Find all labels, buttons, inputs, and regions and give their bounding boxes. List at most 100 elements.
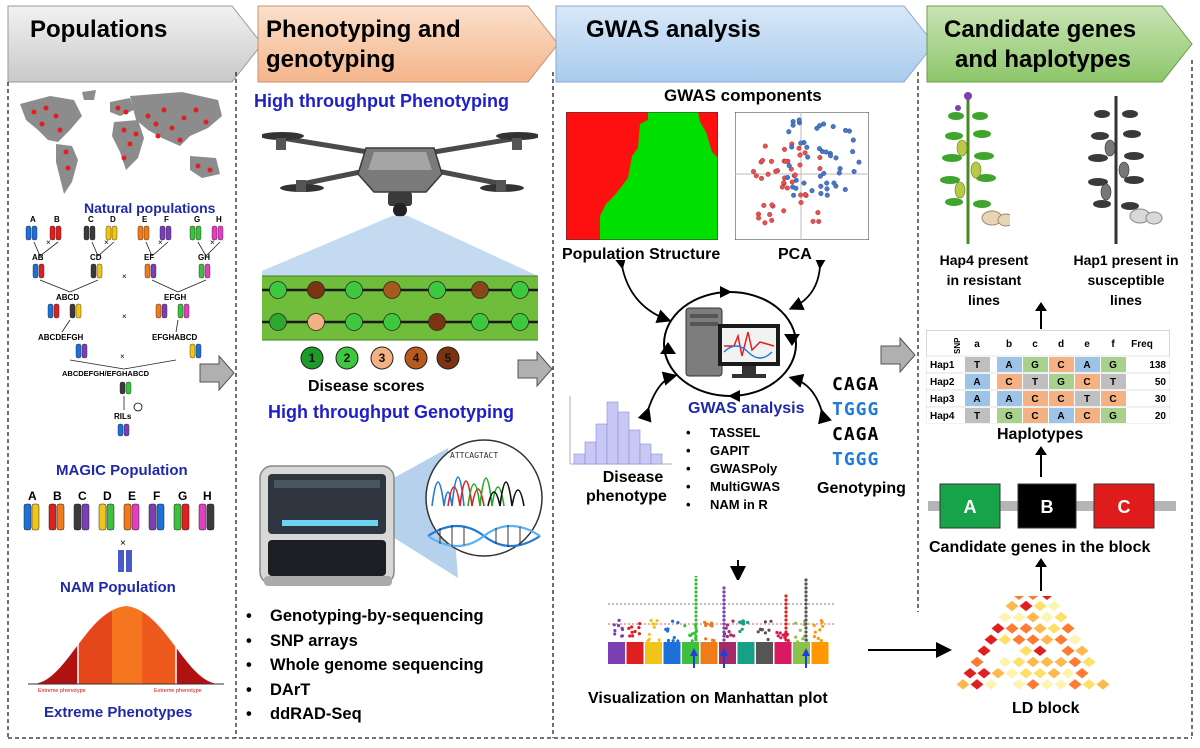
ld-cell xyxy=(1032,600,1048,612)
candidate-gene-block: A B C xyxy=(928,483,1176,529)
manhattan-snp-point xyxy=(741,619,745,623)
nam-parent-label: G xyxy=(178,489,187,503)
manhattan-peak-point xyxy=(722,586,726,590)
pca-point-red xyxy=(765,171,771,177)
manhattan-peak-point xyxy=(784,606,788,610)
manhattan-snp-point xyxy=(776,634,780,638)
resistant-plant-illustration xyxy=(940,92,1010,244)
pca-point-red xyxy=(797,152,803,158)
pca-point-red xyxy=(796,145,802,151)
manhattan-peak-point xyxy=(784,634,788,638)
chromosome-glyph xyxy=(211,225,218,241)
candidates-title-1: Candidate genes xyxy=(944,16,1137,43)
table-cell xyxy=(1101,408,1126,423)
nam-parent-label: E xyxy=(128,489,136,503)
ld-cell xyxy=(997,678,1013,691)
manhattan-chromosome-band xyxy=(626,642,644,664)
disease-phenotype-label: Disease xyxy=(599,468,667,488)
ld-cell xyxy=(1013,596,1025,601)
gene-b-label: B xyxy=(1041,497,1054,517)
magic-pair-label: AB xyxy=(32,253,44,262)
nam-population-label: NAM Population xyxy=(60,579,176,596)
method-item: SNP arrays xyxy=(242,629,484,654)
ld-cell xyxy=(983,633,999,646)
chromosome-glyph xyxy=(189,225,196,241)
hap4-line: in resistant xyxy=(946,272,1022,288)
manhattan-snp-point xyxy=(655,619,659,623)
nam-parent-label: A xyxy=(28,489,37,503)
chromosome-glyph xyxy=(217,225,224,241)
manhattan-snp-point xyxy=(786,639,790,643)
table-column-header: d xyxy=(1058,339,1064,350)
score-1: 1 xyxy=(309,351,316,365)
chromosome-glyph xyxy=(123,423,130,437)
pca-point-red xyxy=(773,168,779,174)
table-column-header: e xyxy=(1084,339,1090,350)
manhattan-peak-point xyxy=(722,594,726,598)
tool-item: TASSEL xyxy=(682,424,780,442)
manhattan-snp-point xyxy=(732,634,736,638)
ld-cell xyxy=(997,611,1013,624)
pca-point-blue xyxy=(785,175,791,181)
table-cell-text: A xyxy=(973,377,980,388)
nam-chromosome xyxy=(98,503,107,531)
chromosome-glyph xyxy=(105,225,112,241)
table-row-label: Hap4 xyxy=(930,411,955,422)
pca-point-blue xyxy=(837,166,843,172)
ld-block-heatmap xyxy=(956,596,1110,691)
chromosome-glyph xyxy=(195,225,202,241)
manhattan-snp-point xyxy=(676,639,680,643)
ld-cell xyxy=(1039,678,1055,691)
pca-point-blue xyxy=(817,173,823,179)
manhattan-peak-point xyxy=(722,598,726,602)
pca-point-blue xyxy=(856,159,862,165)
manhattan-snp-point xyxy=(664,627,668,631)
chromosome-glyph xyxy=(125,381,132,395)
ld-cell xyxy=(969,656,985,668)
manhattan-snp-point xyxy=(704,637,708,641)
manhattan-snp-point xyxy=(816,636,820,640)
manhattan-snp-point xyxy=(620,634,624,638)
nam-chromosome xyxy=(123,503,132,531)
chromosome-glyph xyxy=(159,225,166,241)
ld-cell xyxy=(1067,656,1083,668)
pca-point-blue xyxy=(786,163,792,169)
histogram-bar xyxy=(639,443,652,465)
nam-chromosome xyxy=(148,503,157,531)
ld-cell xyxy=(1018,600,1034,612)
manhattan-snp-point xyxy=(630,625,634,629)
manhattan-snp-point xyxy=(819,639,823,643)
population-structure-plot xyxy=(566,112,718,240)
pca-point-blue xyxy=(836,170,842,176)
tool-item: NAM in R xyxy=(682,496,780,514)
computer-icon xyxy=(685,307,780,378)
tool-item: MultiGWAS xyxy=(682,478,780,496)
svg-text:×: × xyxy=(120,538,126,549)
table-cell xyxy=(1023,374,1048,389)
manhattan-snp-point xyxy=(671,619,675,623)
manhattan-peak-point xyxy=(784,630,788,634)
manhattan-snp-point xyxy=(710,624,714,628)
phenotyping-title-2: genotyping xyxy=(266,46,396,73)
tool-item: GAPIT xyxy=(682,442,780,460)
nam-chromosome xyxy=(23,503,32,531)
manhattan-peak-point xyxy=(694,614,698,618)
flow-arrow-1 xyxy=(199,354,235,392)
magic-eight-label: EFGHABCD xyxy=(152,333,198,342)
manhattan-snp-point xyxy=(818,628,822,632)
manhattan-snp-point xyxy=(725,623,729,627)
nam-reference-chromosome xyxy=(118,550,124,572)
chromosome-glyph xyxy=(189,343,196,359)
method-item: Whole genome sequencing xyxy=(242,653,484,678)
chromosome-glyph xyxy=(111,225,118,241)
manhattan-peak-point xyxy=(694,578,698,582)
natural-populations-label: Natural populations xyxy=(84,200,216,216)
manhattan-plot xyxy=(608,576,834,668)
table-cell-text: A xyxy=(1083,360,1090,371)
table-freq: 30 xyxy=(1155,394,1167,405)
pca-point-red xyxy=(810,218,816,224)
table-column-header: Freq xyxy=(1131,339,1153,350)
ld-cell xyxy=(1011,611,1027,624)
chromosome-glyph xyxy=(49,225,56,241)
